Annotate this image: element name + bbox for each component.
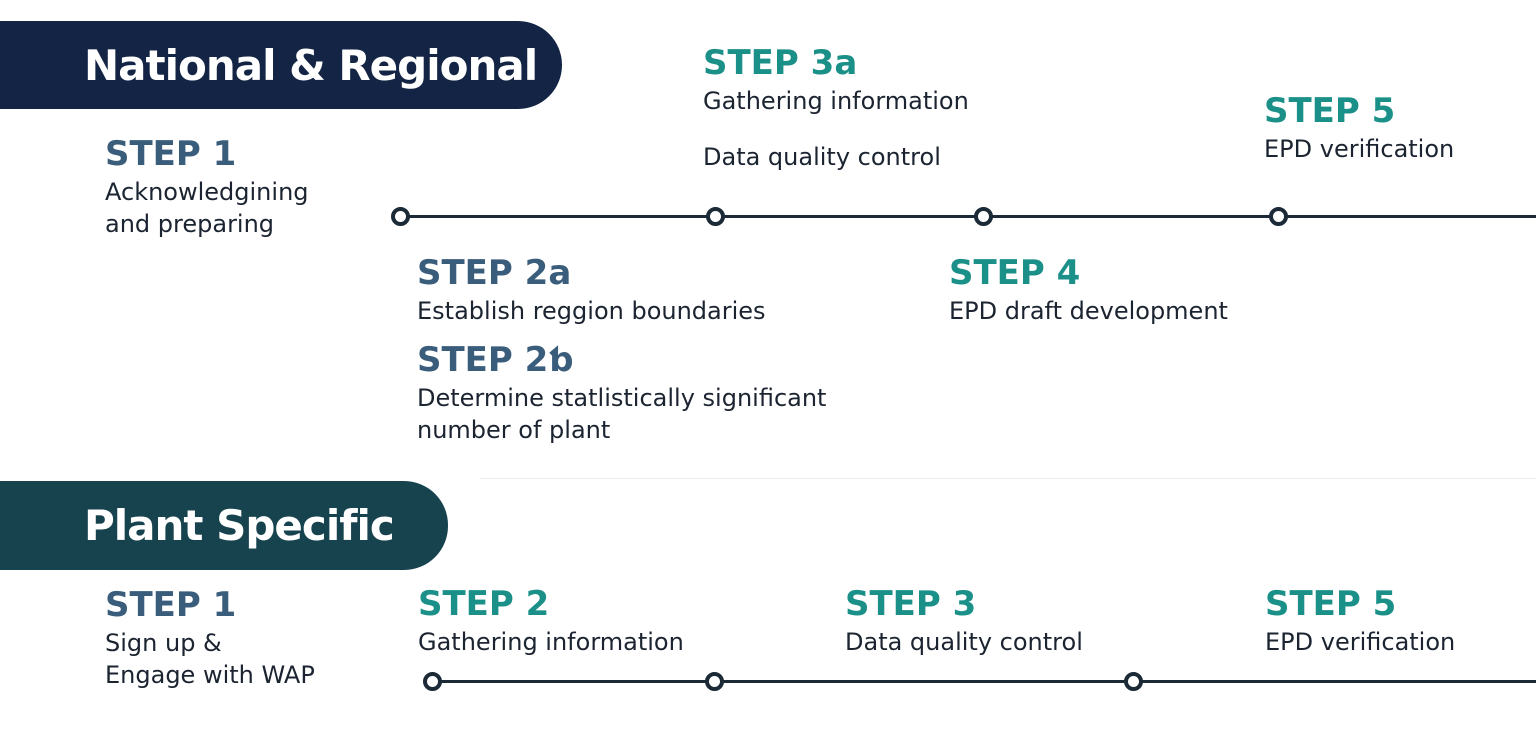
plant-step-3-title: STEP 3 xyxy=(845,584,977,624)
national-timeline xyxy=(400,215,1536,218)
national-step-3a-desc: Gathering information xyxy=(703,87,969,115)
national-step-1-desc-line-1: Acknowledgining xyxy=(105,178,309,206)
national-step-5-desc: EPD verification xyxy=(1264,135,1455,163)
national-step-3a-title: STEP 3a xyxy=(703,43,858,83)
plant-specific-title: Plant Specific xyxy=(84,501,395,550)
national-step-1-desc-line-2: and preparing xyxy=(105,210,275,238)
national-step-2b-desc-line-1: Determine statlistically significant xyxy=(417,384,827,412)
plant-step-5-desc: EPD verification xyxy=(1265,628,1456,656)
plant-step-1-desc-line-2: Engage with WAP xyxy=(105,661,315,689)
national-regional-banner: National & Regional xyxy=(0,21,562,109)
national-step-3a: STEP 3a Gathering information Data quali… xyxy=(703,43,969,173)
plant-step-2-desc: Gathering information xyxy=(418,628,684,656)
national-regional-title: National & Regional xyxy=(84,40,538,90)
national-step-4-desc: EPD draft development xyxy=(949,297,1228,325)
plant-step-2-title: STEP 2 xyxy=(418,584,550,624)
section-divider xyxy=(480,478,1536,479)
national-step-4-title: STEP 4 xyxy=(949,253,1081,293)
national-timeline-node-4 xyxy=(1269,207,1288,226)
plant-timeline-node-3 xyxy=(1124,672,1143,691)
plant-specific-banner: Plant Specific xyxy=(0,481,448,570)
plant-step-1-title: STEP 1 xyxy=(105,585,237,625)
national-step-1: STEP 1 Acknowledgining and preparing xyxy=(105,134,309,240)
national-step-2b-title: STEP 2ƅ xyxy=(417,340,573,380)
national-step-2a-title: STEP 2a xyxy=(417,253,572,293)
plant-step-3: STEP 3 Data quality control xyxy=(845,584,1083,658)
national-timeline-node-3 xyxy=(974,207,993,226)
national-step-5: STEP 5 EPD verification xyxy=(1264,91,1454,165)
plant-step-1: STEP 1 Sign up & Engage with WAP xyxy=(105,585,315,691)
plant-step-5: STEP 5 EPD verification xyxy=(1265,584,1455,658)
plant-step-3-desc: Data quality control xyxy=(845,628,1083,656)
plant-step-2: STEP 2 Gathering information xyxy=(418,584,684,658)
plant-timeline-node-2 xyxy=(705,672,724,691)
national-step-3a-quality-control: Data quality control xyxy=(703,143,941,171)
plant-timeline-node-1 xyxy=(423,672,442,691)
national-step-2a-desc: Establish reggion boundaries xyxy=(417,297,766,325)
plant-step-1-desc-line-1: Sign up & xyxy=(105,629,222,657)
national-step-2b-desc-line-2: number of plant xyxy=(417,416,611,444)
national-step-5-title: STEP 5 xyxy=(1264,91,1396,131)
plant-timeline xyxy=(432,680,1536,683)
national-timeline-node-1 xyxy=(391,207,410,226)
national-step-2a: STEP 2a Establish reggion boundaries xyxy=(417,253,766,327)
national-step-2b: STEP 2ƅ Determine statlistically signifi… xyxy=(417,340,826,446)
plant-step-5-title: STEP 5 xyxy=(1265,584,1397,624)
national-timeline-node-2 xyxy=(706,207,725,226)
national-step-1-title: STEP 1 xyxy=(105,134,237,174)
national-step-4: STEP 4 EPD draft development xyxy=(949,253,1228,327)
